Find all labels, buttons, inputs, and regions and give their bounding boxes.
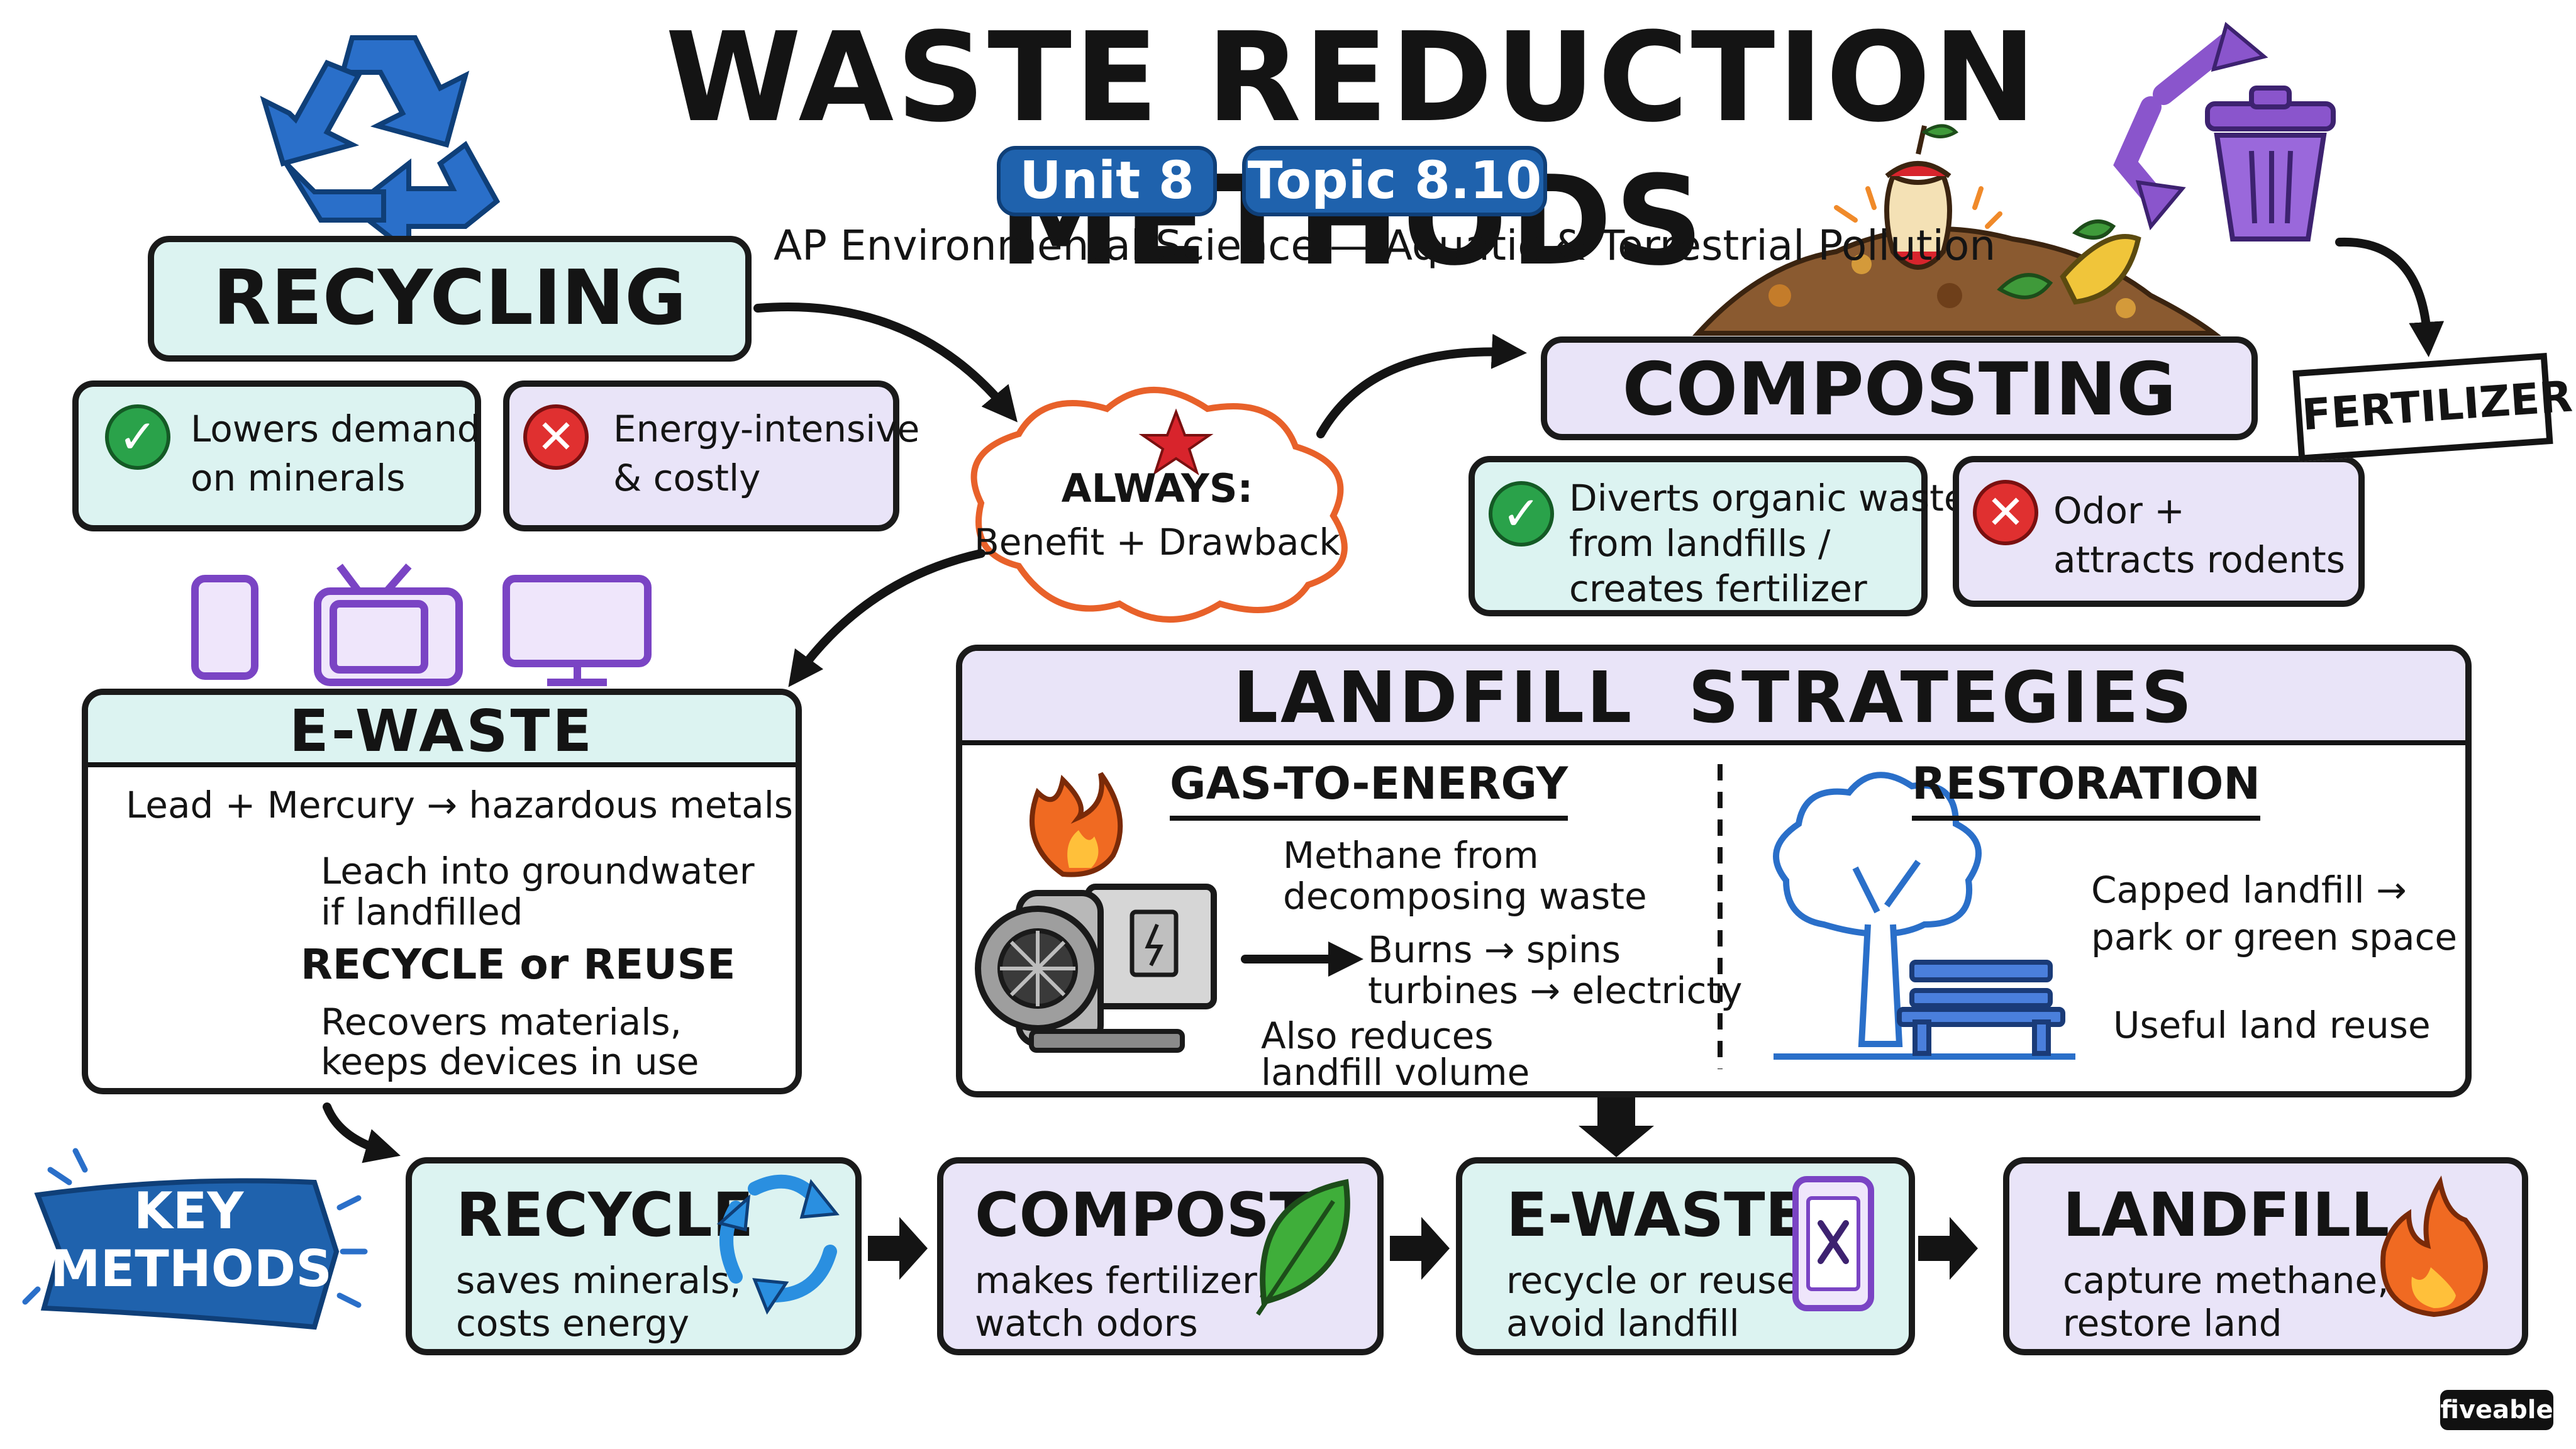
subtitle: AP Environmental Science — Aquatic & Ter… bbox=[774, 221, 1996, 270]
composting-pro-line3: creates fertilizer bbox=[1569, 567, 1867, 610]
landfill-panel: LANDFILL STRATEGIES bbox=[956, 645, 2472, 1097]
ewaste-header: E-WASTE bbox=[88, 695, 796, 767]
recycling-pro-line1: Lowers demand bbox=[191, 408, 480, 450]
key-method-desc-line2: avoid landfill bbox=[1506, 1302, 1740, 1345]
generator-icon bbox=[975, 884, 1217, 1053]
key-method-desc-line2: watch odors bbox=[975, 1302, 1198, 1345]
ewaste-benefit-line1: Recovers materials, bbox=[321, 1001, 682, 1043]
key-methods-badge bbox=[22, 1148, 368, 1330]
composting-con-line1: Odor + bbox=[2053, 489, 2185, 532]
arrow-landfill-to-keymethods bbox=[1579, 1097, 1654, 1157]
topic-pill: Topic 8.10 bbox=[1242, 146, 1547, 216]
x-icon: ✕ bbox=[1973, 480, 2038, 545]
key-method-desc-line1: saves minerals, bbox=[456, 1259, 741, 1302]
restoration-heading: RESTORATION bbox=[1912, 758, 2260, 821]
landfill-header: LANDFILL STRATEGIES bbox=[962, 651, 2465, 745]
key-methods-label-line2: METHODS bbox=[50, 1240, 332, 1298]
arrow-recycling-to-cloud bbox=[753, 303, 1018, 423]
restoration-reuse: Useful land reuse bbox=[2113, 1004, 2431, 1046]
key-method-landfill: LANDFILL capture methane, restore land bbox=[2003, 1157, 2528, 1355]
key-method-desc-line1: capture methane, bbox=[2063, 1259, 2389, 1302]
key-methods-label-line1: KEY bbox=[133, 1182, 244, 1240]
key-method-title: COMPOST bbox=[975, 1180, 1311, 1250]
key-method-desc-line2: restore land bbox=[2063, 1302, 2282, 1345]
fertilizer-label: FERTILIZER bbox=[2292, 353, 2574, 462]
recycling-pro-line2: on minerals bbox=[191, 457, 406, 499]
ewaste-action: RECYCLE or REUSE bbox=[301, 940, 736, 989]
gas-heading: GAS-TO-ENERGY bbox=[1170, 758, 1568, 821]
composting-pro-card: ✓ Diverts organic waste from landfills /… bbox=[1468, 456, 1967, 616]
devices-icon bbox=[191, 564, 652, 686]
gas-also-line1: Also reduces bbox=[1261, 1014, 1494, 1057]
recycling-title: RECYCLING bbox=[213, 255, 687, 342]
gas-methane-line2: decomposing waste bbox=[1283, 875, 1647, 918]
cloud-line2: Benefit + Drawback bbox=[974, 521, 1340, 564]
recycling-pro-card: ✓ Lowers demand on minerals bbox=[72, 380, 481, 531]
gas-burns-line1: Burns → spins bbox=[1368, 928, 1621, 971]
key-method-desc-line1: recycle or reuse, bbox=[1506, 1259, 1811, 1302]
restoration-capped-line2: park or green space bbox=[2091, 916, 2458, 958]
composting-con-card: ✕ Odor + attracts rodents bbox=[1953, 456, 2365, 607]
gas-burns-line2: turbines → electricty bbox=[1368, 969, 1743, 1012]
key-method-desc-line2: costs energy bbox=[456, 1302, 690, 1345]
key-method-title: E-WASTE bbox=[1506, 1180, 1807, 1250]
recycling-con-line1: Energy-intensive bbox=[613, 408, 920, 450]
bench-icon bbox=[1897, 960, 2065, 1056]
cloud-line1: ALWAYS: bbox=[1061, 465, 1253, 511]
fire-icon bbox=[1030, 772, 1123, 877]
key-method-recycle: RECYCLE saves minerals, costs energy bbox=[406, 1157, 862, 1355]
recycling-con-card: ✕ Energy-intensive & costly bbox=[503, 380, 919, 531]
recycle-symbol-icon bbox=[260, 35, 501, 257]
tree-icon bbox=[1773, 772, 2075, 1060]
arrow-bin-to-fertilizer bbox=[2335, 237, 2445, 357]
flow-arrows bbox=[323, 237, 2445, 1163]
unit-pill: Unit 8 bbox=[997, 146, 1217, 216]
key-method-desc-line1: makes fertilizer, bbox=[975, 1259, 1269, 1302]
ewaste-leach-line1: Leach into groundwater bbox=[321, 850, 755, 892]
key-method-title: RECYCLE bbox=[456, 1180, 754, 1250]
arrow-cloud-to-composting bbox=[1316, 333, 1527, 438]
check-icon: ✓ bbox=[1489, 481, 1554, 547]
star-icon bbox=[1138, 408, 1214, 475]
composting-con-line2: attracts rodents bbox=[2053, 538, 2345, 581]
brand-logo: fiveable bbox=[2440, 1390, 2553, 1430]
key-method-title: LANDFILL bbox=[2063, 1180, 2390, 1250]
key-method-ewaste: E-WASTE recycle or reuse, avoid landfill bbox=[1456, 1157, 1915, 1355]
arrow-cloud-to-ewaste bbox=[788, 549, 985, 687]
gas-methane-line1: Methane from bbox=[1283, 834, 1539, 877]
ewaste-panel: E-WASTE Lead + Mercury → hazardous metal… bbox=[82, 689, 802, 1094]
landfill-title: LANDFILL STRATEGIES bbox=[1233, 657, 2195, 739]
gas-also-line2: landfill volume bbox=[1261, 1051, 1530, 1094]
composting-pro-line2: from landfills / bbox=[1569, 522, 1831, 565]
key-methods-label: KEY METHODS bbox=[50, 1182, 332, 1298]
recycling-header: RECYCLING bbox=[148, 236, 752, 362]
recycle-bin-icon bbox=[2113, 21, 2336, 242]
x-icon: ✕ bbox=[523, 404, 589, 470]
check-icon: ✓ bbox=[105, 404, 170, 470]
arrow-ewaste-to-keymethods bbox=[323, 1102, 401, 1163]
recycling-con-line2: & costly bbox=[613, 457, 761, 499]
ewaste-leach-line2: if landfilled bbox=[321, 891, 523, 933]
composting-pro-line1: Diverts organic waste bbox=[1569, 477, 1967, 519]
ewaste-title: E-WASTE bbox=[289, 697, 595, 765]
benefit-drawback-cloud bbox=[970, 387, 1348, 623]
ewaste-line1: Lead + Mercury → hazardous metals bbox=[126, 784, 794, 826]
composting-title: COMPOSTING bbox=[1622, 347, 2177, 432]
compost-pile-icon bbox=[1692, 124, 2222, 336]
restoration-capped-line1: Capped landfill → bbox=[2091, 869, 2407, 911]
key-method-compost: COMPOST makes fertilizer, watch odors bbox=[937, 1157, 1384, 1355]
ewaste-benefit-line2: keeps devices in use bbox=[321, 1040, 699, 1083]
composting-header: COMPOSTING bbox=[1541, 336, 2258, 440]
